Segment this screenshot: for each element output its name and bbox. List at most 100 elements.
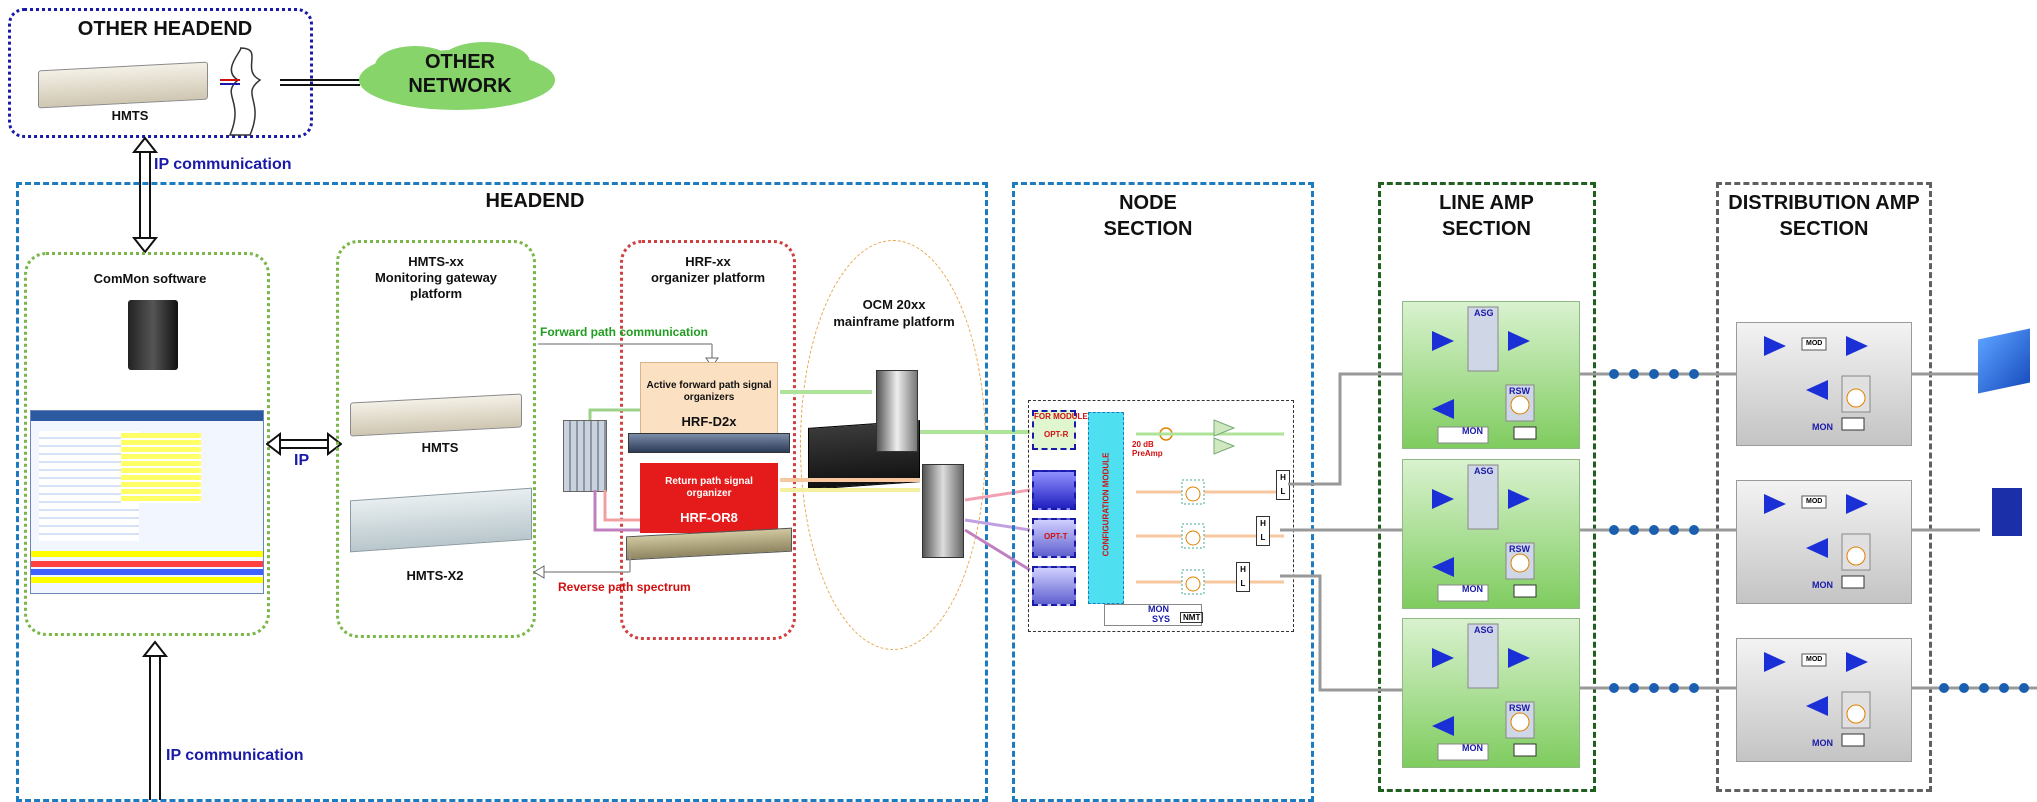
ocm-label: OCM 20xx mainframe platform <box>814 296 974 330</box>
line-amp-title: LINE AMP SECTION <box>1384 190 1589 242</box>
other-headend-title: OTHER HEADEND <box>77 18 253 40</box>
dist-mon-3: MON <box>1812 738 1833 748</box>
node-mon-label: MON <box>1148 604 1169 614</box>
node-box <box>1028 400 1294 632</box>
return-path-label: Return path signal organizer <box>640 476 778 500</box>
forward-path-label: Forward path communication <box>540 325 709 339</box>
other-network-cloud <box>359 42 555 110</box>
fwd-module-label: FOR MODULE <box>1034 412 1088 421</box>
house-icons <box>1609 369 2029 693</box>
line-amp-rsw-3: RSW <box>1509 703 1530 713</box>
node-title-l2: SECTION <box>1103 218 1193 240</box>
other-network-line1: OTHER <box>425 51 495 73</box>
dist-mon-1: MON <box>1812 422 1833 432</box>
hmts-group-frame <box>336 240 536 638</box>
line-amp-rsw-1: RSW <box>1509 386 1530 396</box>
node-sys-label: SYS <box>1152 614 1171 624</box>
line-amp-internal-1 <box>1432 306 1537 444</box>
active-forward-label: Active forward path signal organizers <box>640 380 778 404</box>
dist-mod-1: MOD <box>1806 340 1823 347</box>
dist-amp-internal-1 <box>1764 336 1871 431</box>
line-amp-mon-3: MON <box>1462 743 1483 753</box>
building-icon-1 <box>1978 328 2030 394</box>
ip-double-arrow-mid <box>266 432 342 456</box>
ocm-signal-lines <box>780 390 1031 572</box>
other-network-label: OTHER NETWORK <box>375 50 545 98</box>
cloud-break-shape <box>228 47 262 136</box>
dist-amp-title-l1: DISTRIBUTION AMP <box>1728 192 1920 214</box>
hrf-group-frame <box>620 240 796 640</box>
ip-communication-bottom: IP communication <box>166 747 304 764</box>
line-amp-asg-3: ASG <box>1474 625 1494 635</box>
line-amp-rsw-2: RSW <box>1509 544 1530 554</box>
line-amp-internal-3 <box>1432 623 1537 761</box>
server-tower-icon <box>128 300 178 370</box>
line-amp-title-l2: SECTION <box>1442 218 1531 240</box>
dist-amp-frame <box>1716 182 1932 792</box>
dist-amp-title-l2: SECTION <box>1779 218 1869 240</box>
node-nmt-label: NMT <box>1180 612 1204 623</box>
hmts-label: HMTS <box>421 440 459 455</box>
opt-r-box <box>1032 410 1076 450</box>
node-title-l1: NODE <box>1119 192 1177 214</box>
patch-panel-links <box>588 408 640 532</box>
ocm-line1: OCM 20xx <box>862 297 926 312</box>
ocm-ellipse <box>800 240 986 650</box>
hmts-label-other: HMTS <box>111 108 149 123</box>
other-network-line2: NETWORK <box>408 75 512 97</box>
dist-mod-3: MOD <box>1806 656 1823 663</box>
hmts-x2-label: HMTS-X2 <box>406 568 464 583</box>
line-amp-internal-2 <box>1432 464 1537 602</box>
afp-line2: organizers <box>683 392 735 403</box>
line-amp-mon-2: MON <box>1462 584 1483 594</box>
ocm-card-bottom[interactable] <box>922 464 964 558</box>
line-amp-title-l1: LINE AMP <box>1439 192 1534 214</box>
opt-r-label: OPT-R <box>1044 430 1069 439</box>
ip-arrow-bottom <box>141 640 169 800</box>
line-amp-mon-1: MON <box>1462 426 1483 436</box>
line-amp-asg-1: ASG <box>1474 308 1494 318</box>
node-internal <box>1136 419 1284 595</box>
ocm-card-top[interactable] <box>876 370 918 452</box>
line-amp-asg-2: ASG <box>1474 466 1494 476</box>
opt-t-box-2 <box>1032 518 1076 558</box>
hrf-d2x-label: HRF-D2x <box>681 414 737 429</box>
hrf-group-l2: organizer platform <box>650 270 766 285</box>
dist-amp-title: DISTRIBUTION AMP SECTION <box>1716 190 1932 242</box>
opt-t-box-3 <box>1032 566 1076 606</box>
other-headend-frame <box>8 8 313 138</box>
hmts-group-label: HMTS-xx Monitoring gateway platform <box>346 254 526 302</box>
ip-communication-top: IP communication <box>154 156 292 173</box>
hmts-group-l2: Monitoring gateway <box>374 270 498 285</box>
node-mon-sys <box>1104 604 1202 626</box>
return-path-box <box>640 463 778 533</box>
reverse-path-arrow <box>533 552 631 579</box>
hrf-group-l1: HRF-xx <box>685 254 731 269</box>
patch-panel-device[interactable] <box>563 420 607 492</box>
ocm-line2: mainframe platform <box>833 314 955 329</box>
cable-links <box>1280 369 2037 693</box>
opt-t-box-1 <box>1032 470 1076 510</box>
dist-amp-internals <box>1764 336 1871 747</box>
commmon-label: ComMon software <box>93 271 207 286</box>
rp-line2: organizer <box>686 488 732 499</box>
hrf-group-label: HRF-xx organizer platform <box>628 254 788 286</box>
hmts-group-l1: HMTS-xx <box>408 254 464 269</box>
dist-amp-internal-2 <box>1764 494 1871 589</box>
node-section-title: NODE SECTION <box>1048 190 1248 242</box>
reverse-path-label: Reverse path spectrum <box>558 580 691 594</box>
hmts-group-l3: platform <box>410 286 462 301</box>
headend-title: HEADEND <box>485 190 585 212</box>
hrf-d2x-device[interactable] <box>628 433 790 453</box>
dist-mod-2: MOD <box>1806 498 1823 505</box>
commmon-screenshot[interactable] <box>30 410 264 594</box>
ip-double-arrow-top <box>131 136 159 254</box>
other-headend-links <box>220 47 360 136</box>
opt-t-label: OPT-T <box>1044 532 1068 541</box>
line-amp-frame <box>1378 182 1596 792</box>
dist-mon-2: MON <box>1812 580 1833 590</box>
config-module-label: CONFIGURATION MODULE <box>1101 452 1111 557</box>
afp-line1: Active forward path signal <box>646 380 772 391</box>
